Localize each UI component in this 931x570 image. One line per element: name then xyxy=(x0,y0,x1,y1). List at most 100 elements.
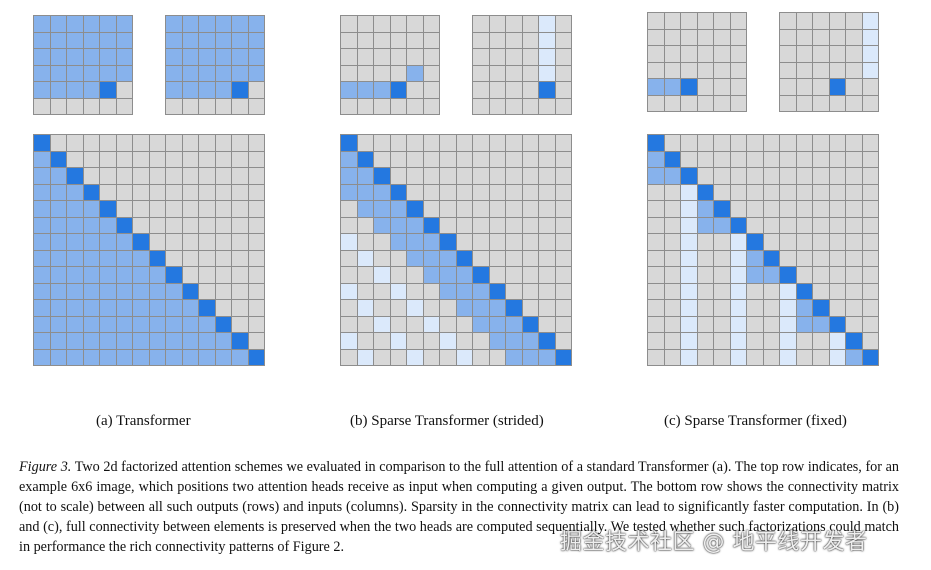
grid-cell xyxy=(115,48,133,66)
grid-cell xyxy=(214,64,232,82)
grid-cell xyxy=(115,183,133,201)
grid-cell xyxy=(554,134,572,152)
grid-cell xyxy=(861,200,879,218)
grid-cell xyxy=(521,183,539,201)
grid-cell xyxy=(389,200,407,218)
grid-cell xyxy=(779,299,797,317)
grid-cell xyxy=(647,200,665,218)
grid-cell xyxy=(663,167,681,185)
grid-cell xyxy=(340,31,358,49)
grid-cell xyxy=(861,348,879,366)
grid-cell xyxy=(214,200,232,218)
grid-cell xyxy=(115,81,133,99)
grid-cell xyxy=(165,167,183,185)
grid-cell xyxy=(422,233,440,251)
grid-cell xyxy=(49,64,67,82)
grid-cell xyxy=(779,150,797,168)
grid-cell xyxy=(861,167,879,185)
grid-cell xyxy=(247,348,265,366)
grid-cell xyxy=(115,282,133,300)
grid-cell xyxy=(33,15,51,33)
grid-cell xyxy=(340,134,358,152)
grid-cell xyxy=(148,299,166,317)
grid-cell xyxy=(521,48,539,66)
grid-cell xyxy=(340,200,358,218)
grid-cell xyxy=(181,64,199,82)
grid-cell xyxy=(214,299,232,317)
grid-cell xyxy=(33,282,51,300)
grid-cell xyxy=(356,299,374,317)
grid-cell xyxy=(647,61,665,79)
grid-cell xyxy=(521,249,539,267)
grid-cell xyxy=(247,233,265,251)
grid-cell xyxy=(696,45,714,63)
grid-cell xyxy=(538,97,556,115)
grid-cell xyxy=(148,315,166,333)
grid-cell xyxy=(115,266,133,284)
grid-cell xyxy=(505,134,523,152)
grid-cell xyxy=(99,348,117,366)
grid-cell xyxy=(488,233,506,251)
grid-cell xyxy=(214,167,232,185)
grid-cell xyxy=(472,200,490,218)
grid-cell xyxy=(373,282,391,300)
grid-cell xyxy=(779,45,797,63)
grid-cell xyxy=(356,233,374,251)
grid-cell xyxy=(148,167,166,185)
grid-cell xyxy=(729,315,747,333)
grid-cell xyxy=(231,315,249,333)
grid-cell xyxy=(647,282,665,300)
grid-cell xyxy=(198,134,216,152)
grid-cell xyxy=(198,266,216,284)
grid-cell xyxy=(663,183,681,201)
grid-cell xyxy=(247,97,265,115)
grid-cell xyxy=(663,282,681,300)
grid-cell xyxy=(713,282,731,300)
grid-cell xyxy=(845,167,863,185)
grid-cell xyxy=(439,167,457,185)
grid-cell xyxy=(247,134,265,152)
grid-cell xyxy=(247,150,265,168)
grid-cell xyxy=(99,266,117,284)
grid-cell xyxy=(680,134,698,152)
grid-cell xyxy=(389,81,407,99)
grid-cell xyxy=(247,216,265,234)
grid-cell xyxy=(713,45,731,63)
grid-cell xyxy=(663,249,681,267)
grid-cell xyxy=(389,48,407,66)
grid-cell xyxy=(488,167,506,185)
grid-cell xyxy=(680,78,698,96)
grid-cell xyxy=(521,31,539,49)
grid-cell xyxy=(779,78,797,96)
grid-cell xyxy=(795,233,813,251)
grid-cell xyxy=(538,150,556,168)
grid-cell xyxy=(198,15,216,33)
grid-cell xyxy=(812,332,830,350)
grid-cell xyxy=(845,45,863,63)
grid-cell xyxy=(554,167,572,185)
grid-cell xyxy=(828,216,846,234)
grid-cell xyxy=(746,315,764,333)
grid-cell xyxy=(373,183,391,201)
grid-cell xyxy=(505,299,523,317)
grid-cell xyxy=(455,183,473,201)
grid-cell xyxy=(439,200,457,218)
watermark: 掘金技术社区 @ 地平线开发者 xyxy=(560,530,868,555)
grid-cell xyxy=(247,31,265,49)
grid-cell xyxy=(82,134,100,152)
grid-cell xyxy=(861,282,879,300)
grid-cell xyxy=(538,282,556,300)
grid-cell xyxy=(406,81,424,99)
grid-cell xyxy=(680,282,698,300)
grid-cell xyxy=(422,48,440,66)
grid-cell xyxy=(198,216,216,234)
grid-cell xyxy=(746,249,764,267)
grid-cell xyxy=(696,94,714,112)
grid-cell xyxy=(247,332,265,350)
grid-cell xyxy=(247,48,265,66)
grid-cell xyxy=(762,332,780,350)
grid-cell xyxy=(538,64,556,82)
grid-cell xyxy=(214,332,232,350)
grid-cell xyxy=(746,167,764,185)
grid-cell xyxy=(538,15,556,33)
